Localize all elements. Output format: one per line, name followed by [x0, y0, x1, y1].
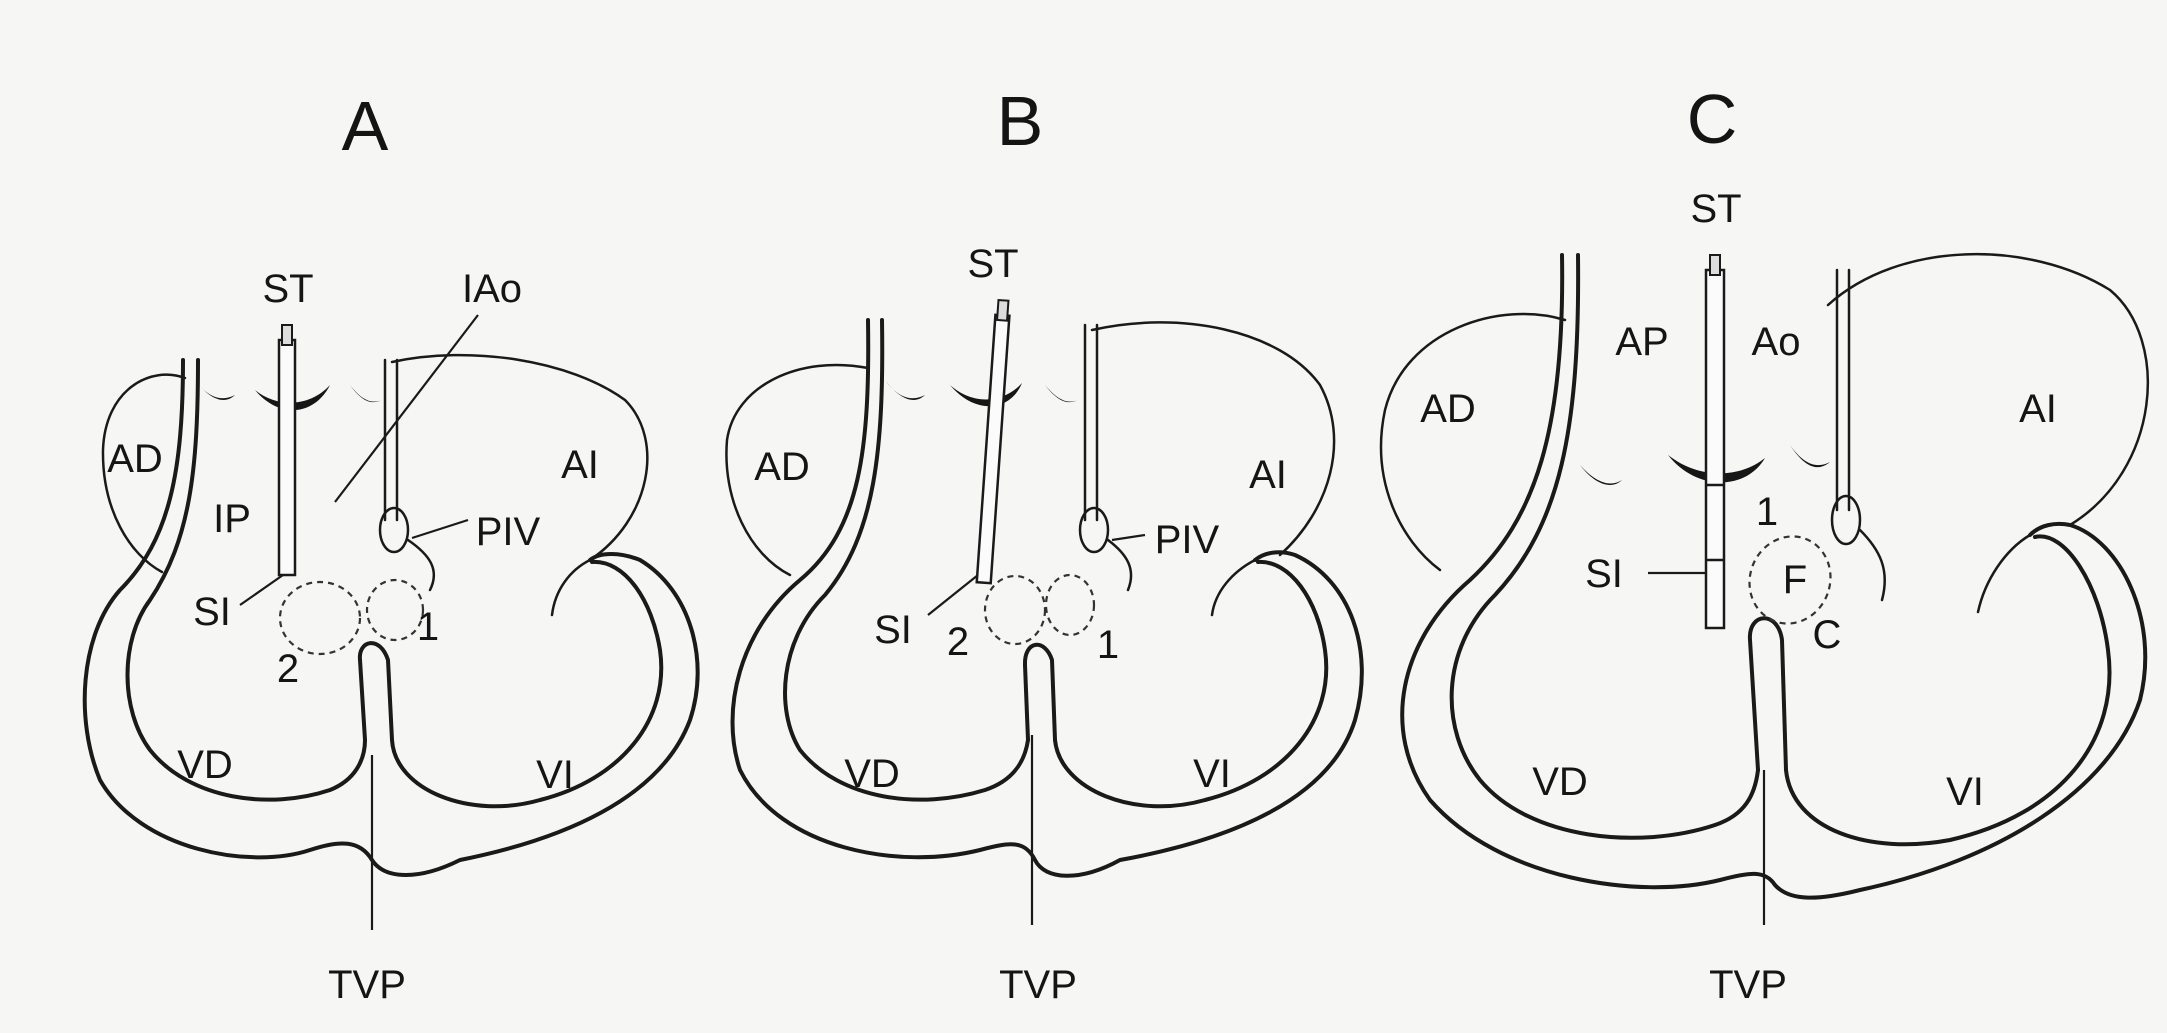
panel-c-label-vi: VI	[1946, 770, 1984, 814]
panel-c-loop	[1830, 494, 1862, 546]
panel-b-label-vd: VD	[844, 752, 900, 796]
panel-c: C ST AP Ao AD AI 1 SI F C VD VI TVP	[1379, 80, 2149, 1007]
panel-b-label-1: 1	[1097, 623, 1119, 667]
panel-c-label-f: F	[1783, 558, 1807, 602]
panel-b-label-vi: VI	[1193, 752, 1231, 796]
panel-b-right-ventricle-wall	[783, 318, 1030, 802]
panel-a-valve-cusp-3	[350, 385, 382, 403]
panel-a-valve-cusp-1	[195, 380, 235, 400]
panel-a-ventricle-outer-wall	[82, 358, 700, 877]
panel-b-letter: B	[997, 82, 1044, 160]
panel-a-mitral-leaflet	[550, 558, 592, 617]
panel-b-label-ai: AI	[1249, 453, 1287, 497]
panel-c-valve-cusp-1	[1580, 465, 1622, 485]
panel-c-valve-cusp-3	[1790, 445, 1830, 468]
panel-c-right-atrium	[1379, 312, 1567, 572]
panel-b-valve-cusp-1	[885, 380, 925, 400]
panel-b-label-si: SI	[874, 608, 912, 652]
panel-c-label-si: SI	[1585, 552, 1623, 596]
panel-a-left-atrium	[390, 353, 649, 562]
panel-b-label-piv: PIV	[1155, 518, 1220, 562]
panel-a-label-ip: IP	[213, 497, 251, 541]
panel-a-iao-leader	[334, 314, 479, 503]
panel-b-ventricle-outer-wall	[730, 318, 1364, 878]
panel-a-label-tvp: TVP	[328, 963, 406, 1007]
panel-b-label-tvp: TVP	[999, 963, 1077, 1007]
panel-a-right-atrium	[101, 373, 187, 574]
panel-b-left-atrium	[1090, 321, 1336, 557]
panel-b-defect-1	[1044, 573, 1096, 637]
panel-c-mitral-leaflet	[1976, 533, 2032, 614]
panel-c-label-ap: AP	[1615, 320, 1668, 364]
panel-c-label-vd: VD	[1532, 760, 1588, 804]
panel-a: A ST IAo	[82, 87, 700, 1007]
panel-c-catheter-tip	[1709, 254, 1721, 276]
panel-b-label-st: ST	[967, 242, 1018, 286]
panel-c-letter: C	[1687, 80, 1738, 158]
panel-b-catheter-tip	[996, 298, 1010, 322]
panel-b-left-ventricle-wall	[1053, 559, 1329, 809]
panel-a-label-si: SI	[193, 590, 231, 634]
panel-a-valve-cusp-2	[255, 385, 330, 411]
panel-c-defect	[1748, 535, 1832, 625]
panel-a-letter: A	[342, 87, 389, 165]
panel-b-valve-cusp-3	[1045, 385, 1078, 403]
panel-c-right-ventricle-wall	[1449, 253, 1760, 840]
panel-a-label-piv: PIV	[476, 510, 541, 554]
panel-b-piv-tail	[1106, 538, 1133, 592]
panel-a-septum	[357, 641, 394, 742]
panel-a-label-1: 1	[417, 605, 439, 649]
panel-b-catheter	[975, 313, 1011, 585]
panel-b-valve-cusp-2	[950, 383, 1022, 407]
panel-a-label-st: ST	[262, 267, 313, 311]
panel-b-piv-loop	[1078, 506, 1110, 554]
panel-b-label-2: 2	[947, 620, 969, 664]
panel-c-label-ao: Ao	[1752, 320, 1801, 364]
panel-a-piv-tail	[406, 538, 436, 592]
panel-c-label-tvp: TVP	[1709, 963, 1787, 1007]
panel-c-septum	[1747, 616, 1788, 772]
panel-c-ventricle-outer-wall	[1400, 253, 2148, 900]
panel-a-si-leader	[239, 574, 284, 606]
panel-b-si-leader	[927, 574, 979, 616]
panel-a-piv-loop	[378, 506, 410, 554]
panel-b-mitral-leaflet	[1210, 558, 1257, 617]
panel-c-label-st: ST	[1690, 187, 1741, 231]
panel-c-label-1: 1	[1756, 490, 1778, 534]
panel-a-label-2: 2	[277, 647, 299, 691]
panel-a-label-vd: VD	[177, 743, 233, 787]
panel-a-defect-2	[278, 580, 362, 656]
panel-b: B ST AD AI PIV SI 2 1 VD VI TVP	[725, 82, 1364, 1007]
panel-a-catheter	[277, 338, 297, 577]
panel-c-label-ad: AD	[1420, 387, 1476, 431]
panel-b-piv-leader	[1111, 533, 1146, 542]
panel-b-septum	[1022, 642, 1057, 742]
panel-a-label-ai: AI	[561, 443, 599, 487]
panel-a-label-iao: IAo	[462, 267, 522, 311]
panel-c-label-ai: AI	[2019, 387, 2057, 431]
panel-a-label-vi: VI	[536, 753, 574, 797]
panel-c-valve-cusp-2	[1668, 455, 1765, 483]
panel-a-label-ad: AD	[107, 437, 163, 481]
panel-b-defect-2	[983, 574, 1047, 646]
panel-b-label-ad: AD	[754, 445, 810, 489]
panel-b-right-atrium	[725, 363, 870, 577]
panel-a-piv-leader	[411, 518, 469, 540]
panel-c-label-c: C	[1813, 613, 1842, 657]
panel-a-left-ventricle-wall	[390, 559, 664, 809]
panel-a-catheter-tip	[281, 324, 293, 346]
panel-c-catheter	[1704, 268, 1726, 630]
panel-c-loop-tail	[1858, 528, 1886, 602]
panel-c-left-atrium	[1826, 253, 2149, 527]
panel-a-right-ventricle-wall	[125, 358, 367, 802]
panel-c-left-ventricle-wall	[1784, 534, 2112, 847]
panel-a-defect-1	[365, 578, 425, 642]
